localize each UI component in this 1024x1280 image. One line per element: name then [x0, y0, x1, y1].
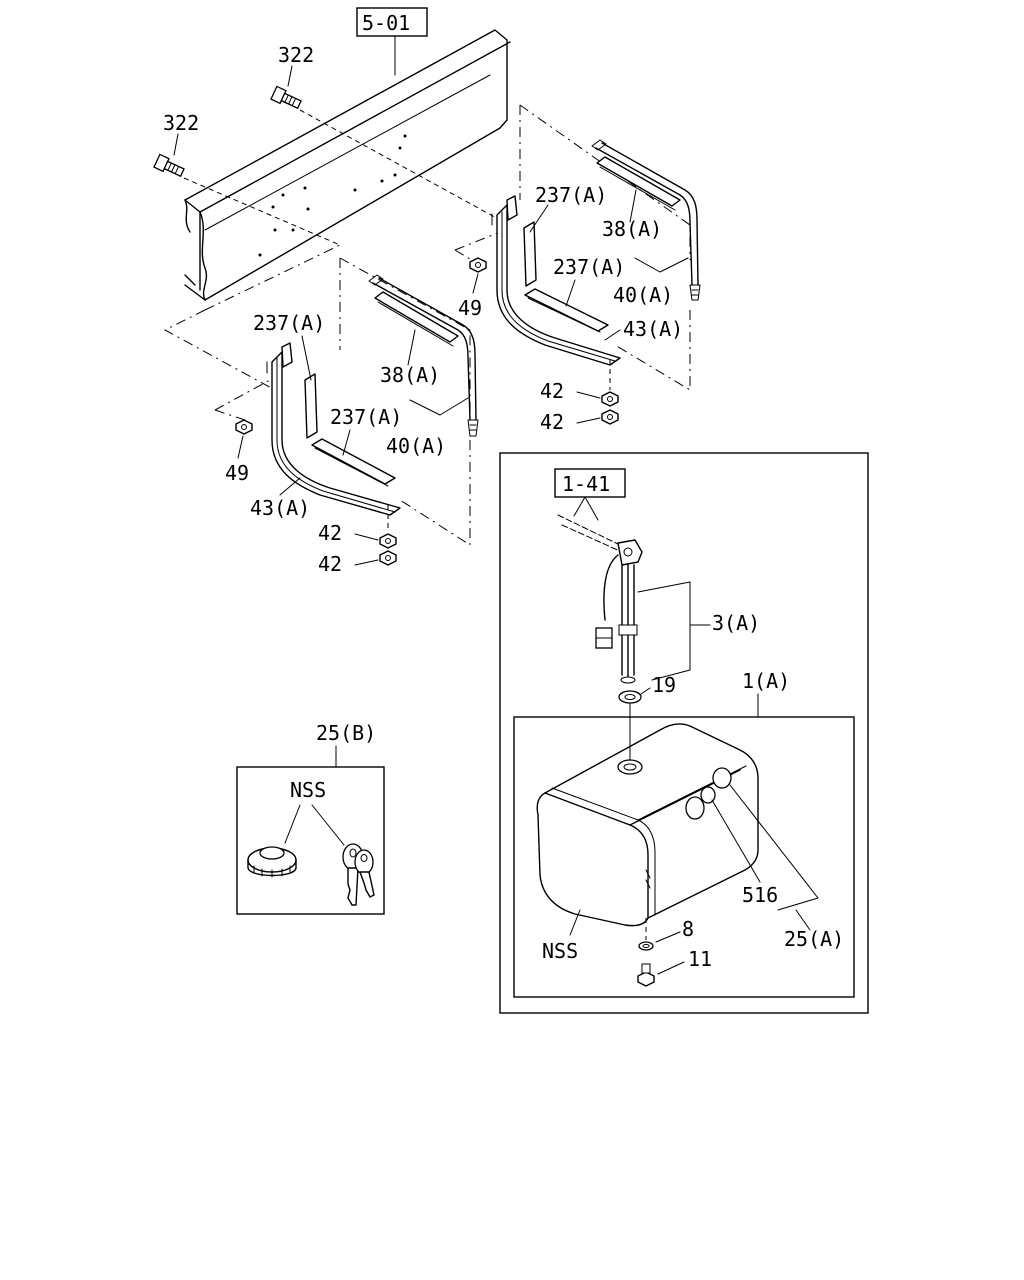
bracket-43-upper[interactable]	[491, 195, 621, 366]
band-40-upper[interactable]: 40(A)	[591, 139, 701, 307]
fuel-tank-label: 1(A)	[742, 669, 790, 693]
strap-pad-237-upper-a-label: 237(A)	[535, 183, 607, 207]
strap-pad-237-lower-b[interactable]: 237(A)	[311, 405, 402, 487]
bracket-43-lower-label: 43(A)	[250, 496, 310, 520]
frame-reference-label: 5-01	[362, 11, 410, 35]
bracket-43-lower[interactable]	[266, 342, 401, 516]
rubber-38-upper[interactable]: 38(A)	[596, 156, 681, 241]
hex-bolt-icon	[153, 153, 185, 178]
nut-42-lower-b[interactable]: 42	[318, 550, 397, 576]
band-40-lower[interactable]: 40(A)	[368, 274, 479, 458]
lower-bracket-assembly: 237(A) 237(A) 38(A) 40(A) 43(A)	[163, 244, 479, 576]
nut-42-upper-a[interactable]: 42	[540, 379, 619, 407]
gasket-19[interactable]: 19	[618, 673, 676, 704]
fuel-gauge-unit-label: 3(A)	[712, 611, 760, 635]
nut-42-lower-a-label: 42	[318, 521, 342, 545]
nut-42-upper-a-label: 42	[540, 379, 564, 403]
rubber-38-lower[interactable]: 38(A)	[374, 291, 459, 387]
fuel-gauge-unit[interactable]: 3(A)	[557, 514, 760, 684]
strap-pad-237-lower-a-label: 237(A)	[253, 311, 325, 335]
rubber-38-lower-label: 38(A)	[380, 363, 440, 387]
washer-8-label: 8	[682, 917, 694, 941]
rubber-38-upper-label: 38(A)	[602, 217, 662, 241]
drain-plug-11[interactable]: 11	[637, 947, 712, 987]
strap-pad-237-upper-a[interactable]: 237(A)	[523, 183, 607, 287]
nss-tank[interactable]: NSS	[542, 909, 581, 963]
frame-rail	[184, 29, 511, 301]
strap-pad-237-lower-b-label: 237(A)	[330, 405, 402, 429]
bolt-322-upper[interactable]: 322	[270, 43, 501, 221]
nss-kit-label: NSS	[290, 778, 326, 802]
strap-pad-237-upper-b[interactable]: 237(A)	[524, 255, 625, 333]
fuel-cap-icon	[247, 846, 297, 878]
nut-49-upper-label: 49	[458, 296, 482, 320]
nut-49-lower-label: 49	[225, 461, 249, 485]
cap-kit-25b[interactable]: 25(B) NSS	[236, 721, 385, 915]
gauge-reference-box[interactable]: 1-41	[554, 468, 626, 521]
bolt-322-lower-label: 322	[163, 111, 199, 135]
fuel-tank[interactable]: 1(A)	[513, 669, 855, 998]
nut-49-lower[interactable]: 49	[225, 419, 253, 485]
band-40-lower-label: 40(A)	[386, 434, 446, 458]
frame-reference-box[interactable]: 5-01	[356, 7, 428, 76]
nut-42-lower-a[interactable]: 42	[318, 521, 397, 549]
strap-pad-237-upper-b-label: 237(A)	[553, 255, 625, 279]
band-40-upper-label: 40(A)	[613, 283, 673, 307]
drain-plug-11-label: 11	[688, 947, 712, 971]
strap-pad-237-lower-a[interactable]: 237(A)	[253, 311, 325, 439]
gasket-19-label: 19	[652, 673, 676, 697]
cap-kit-25b-label: 25(B)	[316, 721, 376, 745]
nut-42-upper-b[interactable]: 42	[540, 409, 619, 434]
bolt-322-upper-label: 322	[278, 43, 314, 67]
nut-49-upper[interactable]: 49	[458, 257, 487, 320]
plug-516[interactable]: 516	[711, 799, 778, 907]
nss-tank-label: NSS	[542, 939, 578, 963]
cap-25a-label: 25(A)	[784, 927, 844, 951]
gauge-reference-label: 1-41	[562, 472, 610, 496]
cap-25a[interactable]: 25(A)	[729, 784, 844, 951]
bolt-322-lower[interactable]: 322	[153, 111, 341, 246]
upper-bracket-assembly: 237(A) 237(A) 38(A) 40(A) 43(A)	[454, 104, 701, 434]
keys-icon	[342, 843, 375, 906]
nut-42-upper-b-label: 42	[540, 410, 564, 434]
washer-8[interactable]: 8	[638, 917, 694, 951]
nut-42-lower-b-label: 42	[318, 552, 342, 576]
bracket-43-upper-label: 43(A)	[623, 317, 683, 341]
plug-516-label: 516	[742, 883, 778, 907]
fuel-tank-panel: 1-41 3(A) 19 1(A)	[499, 452, 869, 1014]
hex-bolt-icon	[270, 85, 302, 110]
